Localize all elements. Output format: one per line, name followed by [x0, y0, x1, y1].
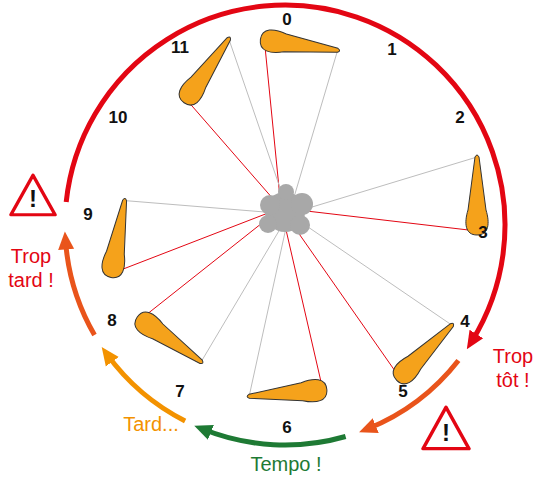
tempo-arc: [203, 429, 346, 445]
clock-number: 1: [387, 40, 396, 60]
warning-triangle: !: [9, 173, 57, 217]
late-arc: [107, 354, 185, 421]
clock-number: 10: [109, 108, 128, 128]
warning-mark: !: [421, 419, 471, 447]
kite-line: [186, 99, 281, 208]
warning-text: Trop tôt !: [484, 344, 542, 392]
clock-number: 9: [83, 205, 92, 225]
clock-number: 5: [398, 382, 407, 402]
clock-number: 3: [478, 223, 487, 243]
kite-line: [281, 208, 323, 390]
warning-triangle: !: [421, 405, 471, 451]
too-late-arc: [66, 240, 95, 335]
warning-mark: !: [9, 185, 57, 213]
warning-text: Trop tard !: [0, 244, 62, 292]
kite-wing: [131, 308, 209, 372]
phase-label: Tard...: [116, 412, 186, 436]
kite-wing: [389, 316, 461, 388]
clock-number: 4: [460, 312, 469, 332]
kite-line: [249, 214, 289, 396]
clock-number: 2: [455, 108, 464, 128]
kite-line: [281, 208, 477, 231]
kite-line: [289, 214, 452, 325]
kite-group: [100, 28, 488, 407]
clock-number: 7: [175, 382, 184, 402]
kite-line: [141, 208, 281, 319]
kite-line: [289, 50, 338, 214]
kite-wing: [259, 28, 341, 61]
danger-arc: [66, 5, 505, 342]
clock-number: 11: [171, 38, 189, 58]
kite-wing: [100, 197, 136, 280]
clock-number: 0: [282, 10, 291, 30]
rider-hub: [259, 184, 313, 235]
clock-number: 6: [282, 418, 291, 438]
clock-number: 8: [107, 311, 116, 331]
phase-label: Tempo !: [236, 452, 336, 476]
kite-line: [289, 157, 477, 214]
kite-wing: [246, 378, 328, 407]
kite-line: [112, 208, 281, 273]
kite-line: [281, 208, 400, 377]
